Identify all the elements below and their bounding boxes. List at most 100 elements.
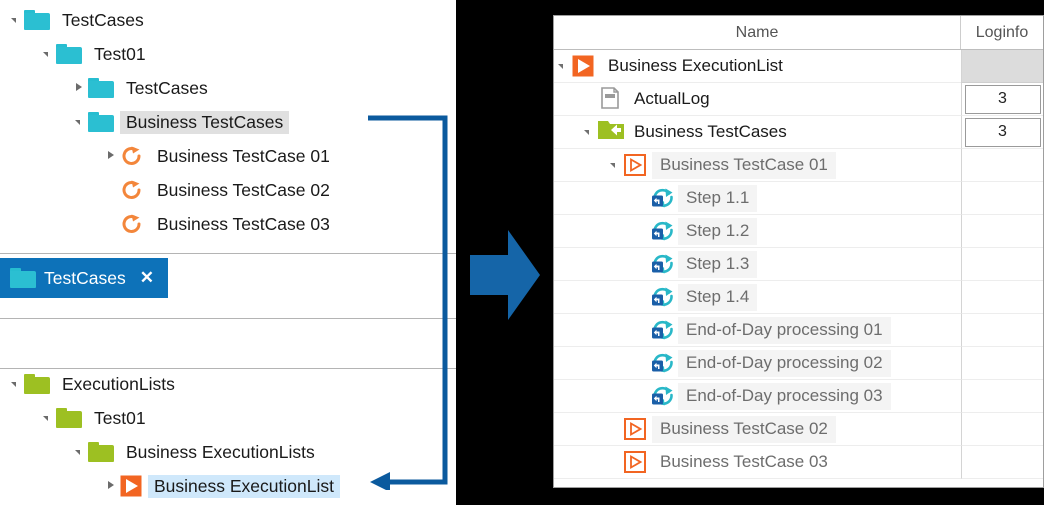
tree-item-business-executionlists[interactable]: Business ExecutionLists: [72, 438, 321, 466]
cell-name[interactable]: Step 1.1: [554, 182, 961, 215]
cell-loginfo[interactable]: [961, 446, 1043, 479]
table-row[interactable]: End-of-Day processing 01: [554, 314, 1043, 347]
expander-toggle: [580, 83, 598, 116]
cell-name[interactable]: End-of-Day processing 02: [554, 347, 961, 380]
folder-teal-icon: [88, 78, 114, 98]
row-label: End-of-Day processing 02: [678, 349, 891, 377]
table-row[interactable]: End-of-Day processing 02: [554, 347, 1043, 380]
folder-green-icon: [24, 374, 50, 394]
play-box-outline-orange-icon: [624, 154, 646, 176]
cell-name[interactable]: Step 1.2: [554, 215, 961, 248]
folder-teal-icon: [24, 10, 50, 30]
grid-header: Name Loginfo: [554, 16, 1043, 50]
step-sync-icon: [650, 185, 676, 211]
table-row[interactable]: Business ExecutionList: [554, 50, 1043, 83]
expander-toggle[interactable]: [606, 149, 624, 182]
cell-loginfo[interactable]: [961, 314, 1043, 347]
cell-loginfo[interactable]: [961, 182, 1043, 215]
folder-green-icon: [88, 442, 114, 462]
expander-toggle[interactable]: [554, 50, 572, 83]
folder-teal-icon: [56, 44, 82, 64]
column-header-loginfo[interactable]: Loginfo: [975, 23, 1029, 41]
cell-loginfo[interactable]: [961, 347, 1043, 380]
expander-toggle: [104, 176, 120, 204]
row-label: Business TestCase 03: [652, 448, 836, 476]
row-label: Step 1.1: [678, 184, 758, 212]
step-sync-icon: [650, 383, 676, 409]
tree-item-test01[interactable]: Test01: [40, 404, 152, 432]
cell-loginfo[interactable]: [961, 281, 1043, 314]
expander-toggle[interactable]: [580, 116, 598, 149]
table-row[interactable]: Business TestCase 03: [554, 446, 1043, 479]
play-box-outline-orange-icon: [624, 418, 646, 440]
row-label: Step 1.2: [678, 217, 758, 245]
table-row[interactable]: Business TestCase 02: [554, 413, 1043, 446]
expander-toggle: [632, 380, 650, 413]
step-sync-icon: [650, 218, 676, 244]
cell-name[interactable]: Business ExecutionList: [554, 50, 961, 83]
cell-loginfo[interactable]: [961, 215, 1043, 248]
cell-loginfo[interactable]: [961, 248, 1043, 281]
cell-loginfo[interactable]: [961, 380, 1043, 413]
expander-toggle[interactable]: [40, 404, 56, 432]
expander-toggle[interactable]: [40, 40, 56, 68]
cell-name[interactable]: End-of-Day processing 01: [554, 314, 961, 347]
folder-green-arrow-left-icon: [598, 119, 624, 145]
cell-loginfo[interactable]: [961, 413, 1043, 446]
cell-name[interactable]: Business TestCases: [554, 116, 961, 149]
tree-item-testcases[interactable]: TestCases: [72, 74, 214, 102]
row-label: Business ExecutionList: [600, 52, 791, 80]
tree-item-label: Business ExecutionList: [148, 474, 340, 498]
table-row[interactable]: Step 1.3: [554, 248, 1043, 281]
tree-item-executionlists[interactable]: ExecutionLists: [8, 370, 181, 398]
step-sync-icon: [650, 317, 676, 343]
tree-item-test01[interactable]: Test01: [40, 40, 152, 68]
row-label: Business TestCase 02: [652, 415, 836, 443]
cell-name[interactable]: End-of-Day processing 03: [554, 380, 961, 413]
table-row[interactable]: Step 1.4: [554, 281, 1043, 314]
document-tab-label: TestCases: [44, 267, 126, 288]
tree-item-label: Test01: [94, 407, 146, 428]
expander-toggle[interactable]: [104, 472, 120, 500]
expander-toggle[interactable]: [72, 74, 88, 102]
tree-item-business-testcases[interactable]: Business TestCases: [72, 108, 290, 136]
cell-name[interactable]: Step 1.4: [554, 281, 961, 314]
row-label: End-of-Day processing 01: [678, 316, 891, 344]
cell-name[interactable]: Business TestCase 03: [554, 446, 961, 479]
tree-item-business-testcase-01[interactable]: Business TestCase 01: [104, 142, 336, 170]
table-row[interactable]: Business TestCase 01: [554, 149, 1043, 182]
step-sync-icon: [650, 251, 676, 277]
cell-loginfo[interactable]: 3: [961, 116, 1043, 149]
cell-name[interactable]: Business TestCase 01: [554, 149, 961, 182]
expander-toggle: [632, 314, 650, 347]
column-header-name[interactable]: Name: [554, 16, 961, 49]
tree-item-label: TestCases: [126, 77, 208, 98]
document-tab-testcases[interactable]: TestCases ✕: [0, 258, 168, 298]
cell-loginfo[interactable]: [961, 50, 1043, 83]
table-row[interactable]: Step 1.1: [554, 182, 1043, 215]
expander-toggle: [632, 248, 650, 281]
tree-item-testcases[interactable]: TestCases: [8, 6, 150, 34]
expander-toggle[interactable]: [8, 6, 24, 34]
row-label: Step 1.3: [678, 250, 758, 278]
cell-name[interactable]: Step 1.3: [554, 248, 961, 281]
table-row[interactable]: Step 1.2: [554, 215, 1043, 248]
loginfo-value: 3: [964, 84, 1041, 114]
expander-toggle[interactable]: [8, 370, 24, 398]
cell-name[interactable]: ActualLog: [554, 83, 961, 116]
cell-loginfo[interactable]: 3: [961, 83, 1043, 116]
cell-loginfo[interactable]: [961, 149, 1043, 182]
expander-toggle[interactable]: [72, 438, 88, 466]
cell-name[interactable]: Business TestCase 02: [554, 413, 961, 446]
tree-item-business-testcase-03[interactable]: Business TestCase 03: [104, 210, 336, 238]
row-label: End-of-Day processing 03: [678, 382, 891, 410]
table-row[interactable]: End-of-Day processing 03: [554, 380, 1043, 413]
expander-toggle[interactable]: [72, 108, 88, 136]
close-icon[interactable]: ✕: [139, 268, 154, 287]
expander-toggle[interactable]: [104, 142, 120, 170]
row-label: Step 1.4: [678, 283, 758, 311]
tree-item-business-testcase-02[interactable]: Business TestCase 02: [104, 176, 336, 204]
tree-item-business-executionlist[interactable]: Business ExecutionList: [104, 472, 340, 500]
